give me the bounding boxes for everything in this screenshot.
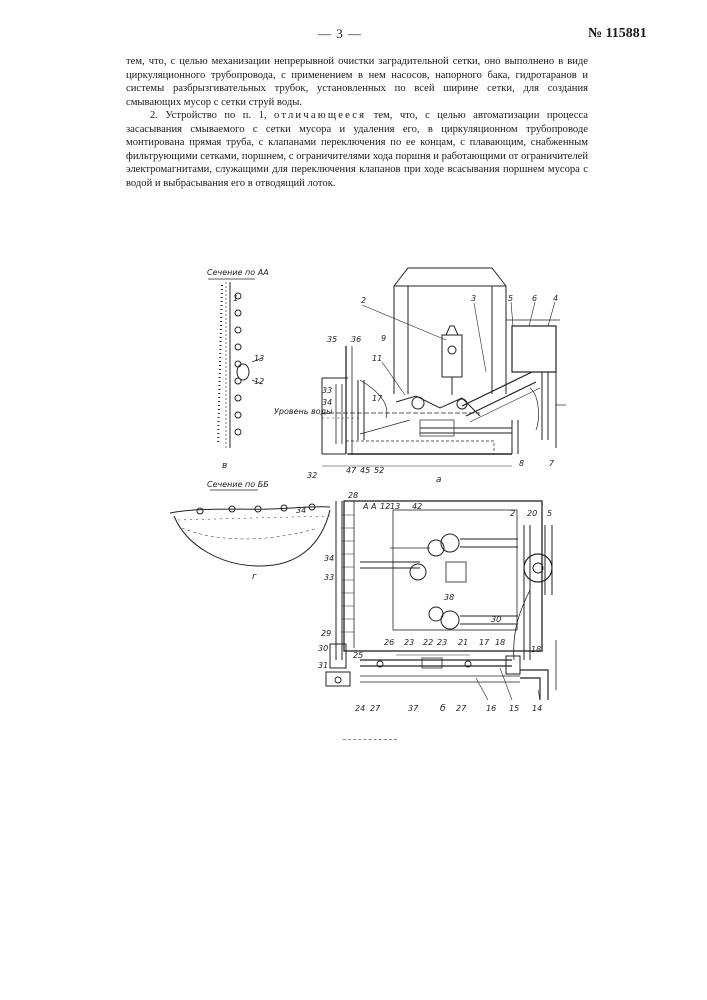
callout: 13: [390, 502, 400, 511]
callout: 34: [324, 554, 334, 563]
callout: 30: [318, 644, 328, 653]
callout: 52: [374, 466, 384, 475]
callout: 12: [254, 377, 264, 386]
callout: 27: [370, 704, 381, 713]
callout: 13: [254, 354, 264, 363]
callout: 27: [456, 704, 467, 713]
callout: 15: [509, 704, 519, 713]
callout: 45: [360, 466, 370, 475]
callout: 30: [491, 615, 501, 624]
callout: 11: [372, 354, 382, 363]
callout: 36: [351, 335, 361, 344]
callout: A: [370, 502, 376, 511]
figure-labels: Сечение по АА Сечение по ББ Уровень воды…: [207, 268, 558, 714]
callout: 34: [322, 398, 332, 407]
callout: 38: [444, 593, 454, 602]
callout: 34: [296, 506, 306, 515]
callout: 47: [346, 466, 357, 475]
callout: 8: [519, 459, 524, 468]
figure-section-aa: [208, 279, 262, 448]
callout: 7: [549, 459, 555, 468]
callout: 3: [471, 294, 476, 303]
callout: 18: [495, 638, 505, 647]
section-aa-label: Сечение по АА: [207, 268, 269, 277]
callout: 42: [412, 502, 422, 511]
callout: 22: [423, 638, 433, 647]
callout: 29: [321, 629, 331, 638]
callout: A: [362, 502, 368, 511]
callout: 1: [233, 294, 238, 303]
callout: 23: [404, 638, 414, 647]
callout: 28: [348, 491, 358, 500]
callout: 5: [508, 294, 513, 303]
callout: 2: [510, 509, 515, 518]
callout: 24: [355, 704, 365, 713]
figure-b-label: б: [440, 704, 446, 714]
figure-section-bb: [170, 490, 330, 566]
figure-g-label: г: [252, 572, 257, 582]
callout: 23: [437, 638, 447, 647]
spray-nozzle-icons: [235, 293, 249, 435]
callout: 17: [479, 638, 490, 647]
callout: 26: [384, 638, 394, 647]
figure-a-label: а: [436, 475, 442, 485]
callout: 9: [381, 334, 386, 343]
callout: 6: [532, 294, 537, 303]
section-bb-label: Сечение по ББ: [207, 480, 269, 489]
callout: 35: [327, 335, 337, 344]
callout: 32: [307, 471, 317, 480]
separator-line: [343, 739, 397, 740]
callout: 25: [353, 651, 363, 660]
callout: 31: [318, 661, 328, 670]
water-level-label: Уровень воды: [274, 407, 332, 416]
callout: 5: [547, 509, 552, 518]
callout: 33: [322, 386, 332, 395]
callout: 17: [372, 394, 383, 403]
callout: 14: [532, 704, 542, 713]
callout: 12: [380, 502, 390, 511]
callout: 20: [527, 509, 537, 518]
callout: 21: [458, 638, 468, 647]
callout: 37: [408, 704, 419, 713]
callout: 4: [553, 294, 558, 303]
callout: 2: [361, 296, 366, 305]
callout: 18: [531, 645, 541, 654]
figure-plan-b: [326, 501, 556, 700]
figure-v-label: в: [222, 461, 227, 471]
callout: 16: [486, 704, 496, 713]
figure-elevation-a: [322, 268, 566, 466]
callout: 33: [324, 573, 334, 582]
